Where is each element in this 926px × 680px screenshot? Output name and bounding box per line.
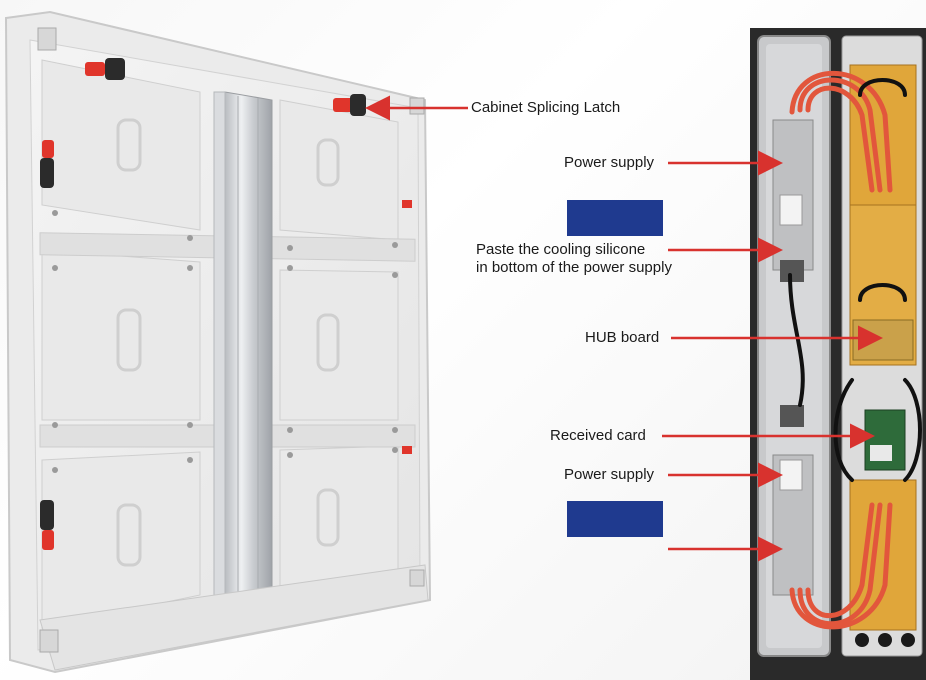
cables: [788, 70, 922, 630]
cooling-label-line2: in bottom of the power supply: [476, 259, 672, 276]
cooling-silicone-swatch-1: [567, 200, 663, 236]
latch-icon: [40, 58, 412, 550]
power-supply-label-2: Power supply: [564, 466, 655, 483]
power-box-aluminium: [213, 91, 273, 606]
module-left-top: [41, 59, 201, 231]
power-supply-label-1: Power supply: [564, 154, 655, 171]
module-left-middle: [41, 249, 201, 421]
module-right-middle: [279, 269, 399, 421]
received-card-label: Received card: [550, 427, 646, 444]
latch-label: Cabinet Splicing Latch: [471, 99, 621, 116]
module-left-bottom: [41, 451, 201, 629]
pcb-board-bottom: [849, 479, 917, 631]
cooling-silicone-swatch-2: [567, 501, 663, 537]
cooling-label-line1: Paste the cooling silicone: [476, 241, 646, 258]
hub-board-label: HUB board: [585, 329, 660, 346]
